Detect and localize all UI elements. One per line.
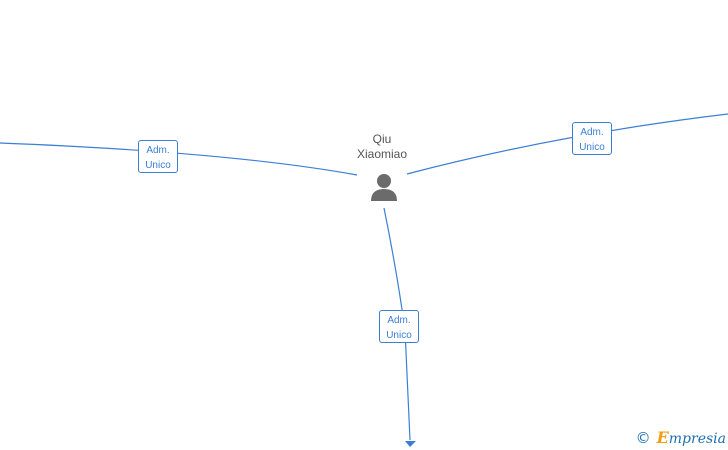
edge-label-role: Adm. <box>387 315 411 326</box>
person-name[interactable]: Qiu Xiaomiao <box>340 132 424 162</box>
edge-right <box>406 113 728 175</box>
edge-label-bottom[interactable]: Adm. Unico <box>379 310 419 343</box>
person-icon[interactable] <box>368 171 400 203</box>
edge-label-right[interactable]: Adm. Unico <box>572 122 612 155</box>
brand-name-rest: mpresia <box>668 431 726 447</box>
edge-left <box>0 142 358 176</box>
edge-label-role: Adm. <box>146 145 170 156</box>
edge-label-role-detail: Unico <box>386 330 412 341</box>
edge-label-role-detail: Unico <box>579 142 605 153</box>
arrow-head-down <box>405 441 416 447</box>
edge-label-role-detail: Unico <box>145 160 171 171</box>
person-name-line2: Xiaomiao <box>356 147 408 161</box>
edge-label-role: Adm. <box>580 127 604 138</box>
edge-label-left[interactable]: Adm. Unico <box>138 140 178 173</box>
copyright-icon: © <box>635 428 651 447</box>
person-name-line1: Qiu <box>372 132 392 146</box>
brand-name-initial: E <box>656 428 669 447</box>
brand-name: Empresia <box>657 428 726 447</box>
brand-logo: © Empresia <box>636 428 726 447</box>
